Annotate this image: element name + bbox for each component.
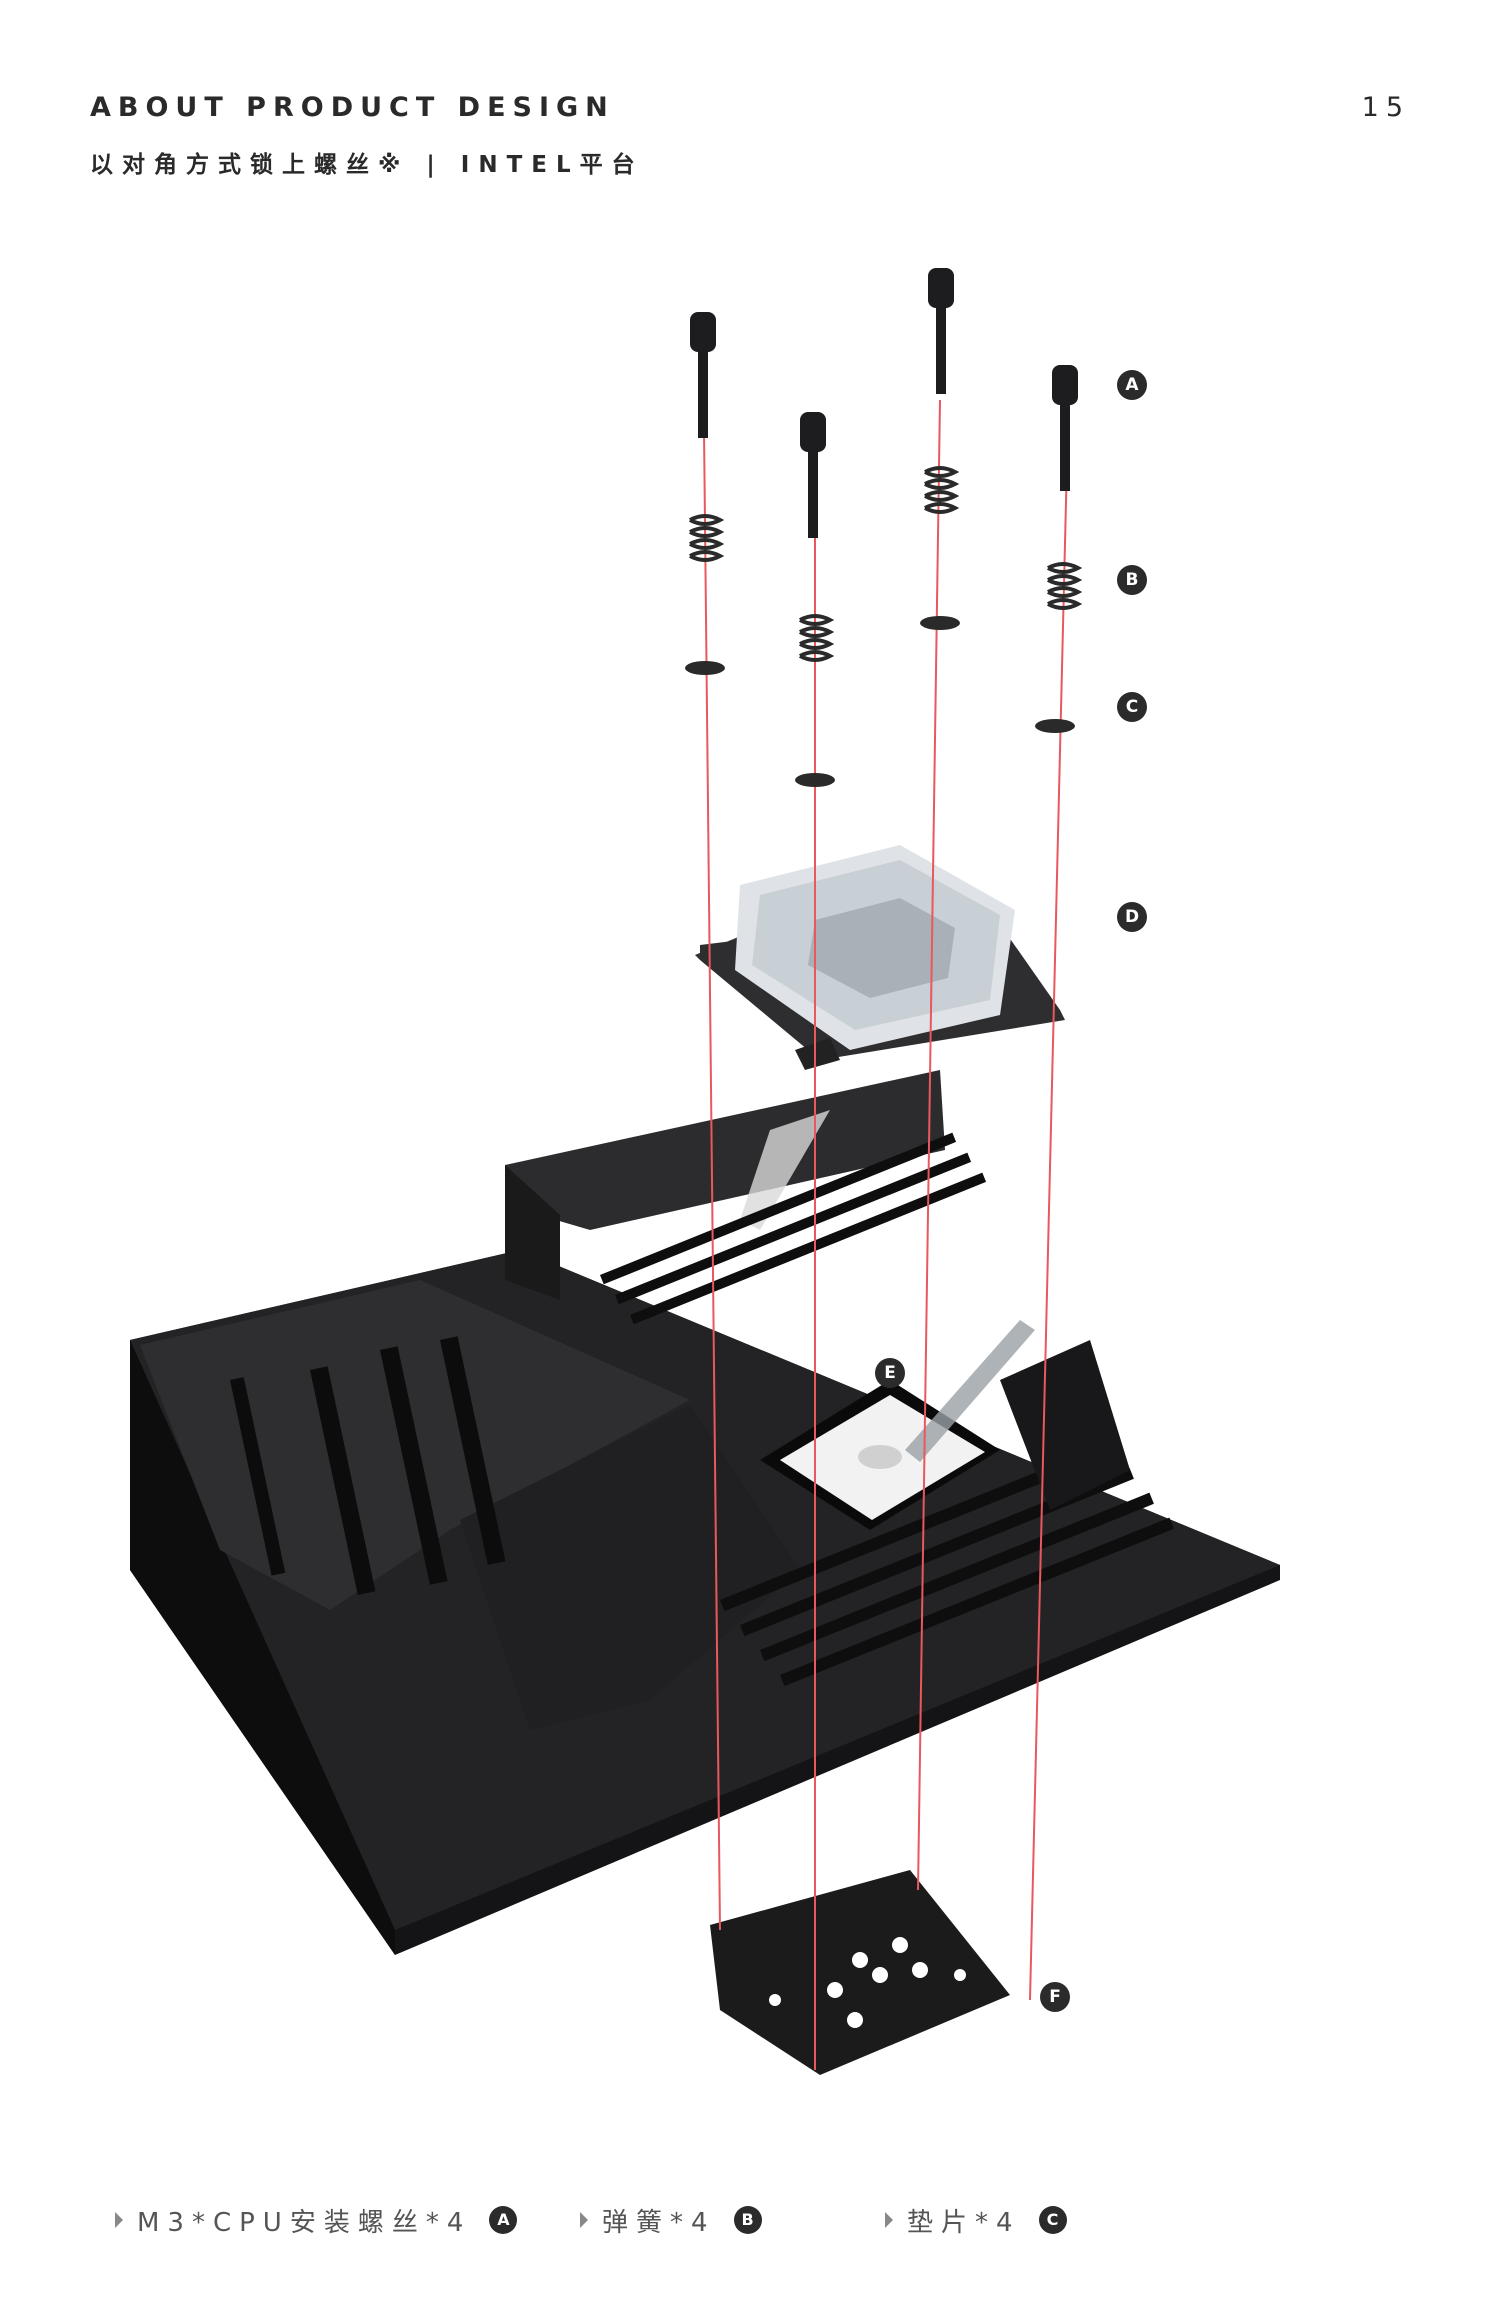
legend-marker-icon: [115, 2212, 123, 2228]
callout-d: D: [1117, 902, 1147, 932]
legend-label: M3*CPU安装螺丝*4: [137, 2207, 472, 2238]
water-block: [695, 845, 1065, 1070]
legend-item-washers: 垫片*4 C: [885, 2200, 1067, 2240]
legend-marker-icon: [885, 2212, 893, 2228]
legend-badge: A: [489, 2206, 518, 2234]
legend-label: 弹簧*4: [602, 2207, 716, 2238]
washers: [685, 616, 1075, 787]
callout-b: B: [1117, 565, 1147, 595]
legend-badge: B: [733, 2206, 762, 2234]
backplate: [710, 1870, 1010, 2075]
legend-item-screws: M3*CPU安装螺丝*4 A: [115, 2200, 518, 2240]
page-title: ABOUT PRODUCT DESIGN: [90, 92, 615, 123]
page-number: 15: [1361, 92, 1410, 123]
callout-a: A: [1117, 370, 1147, 400]
exploded-assembly-illustration: [130, 268, 1280, 2075]
callout-c: C: [1117, 692, 1147, 722]
legend-badge: C: [1038, 2206, 1067, 2234]
screws: [690, 268, 1078, 538]
legend-item-springs: 弹簧*4 B: [580, 2200, 762, 2240]
springs: [689, 466, 1083, 662]
motherboard: [130, 1070, 1280, 1955]
callout-e: E: [875, 1358, 905, 1388]
legend-label: 垫片*4: [907, 2207, 1021, 2238]
page-subtitle: 以对角方式锁上螺丝※ | INTEL平台: [90, 152, 644, 178]
legend-marker-icon: [580, 2212, 588, 2228]
callout-f: F: [1040, 1982, 1070, 2012]
guide-lines: [703, 399, 1068, 2070]
